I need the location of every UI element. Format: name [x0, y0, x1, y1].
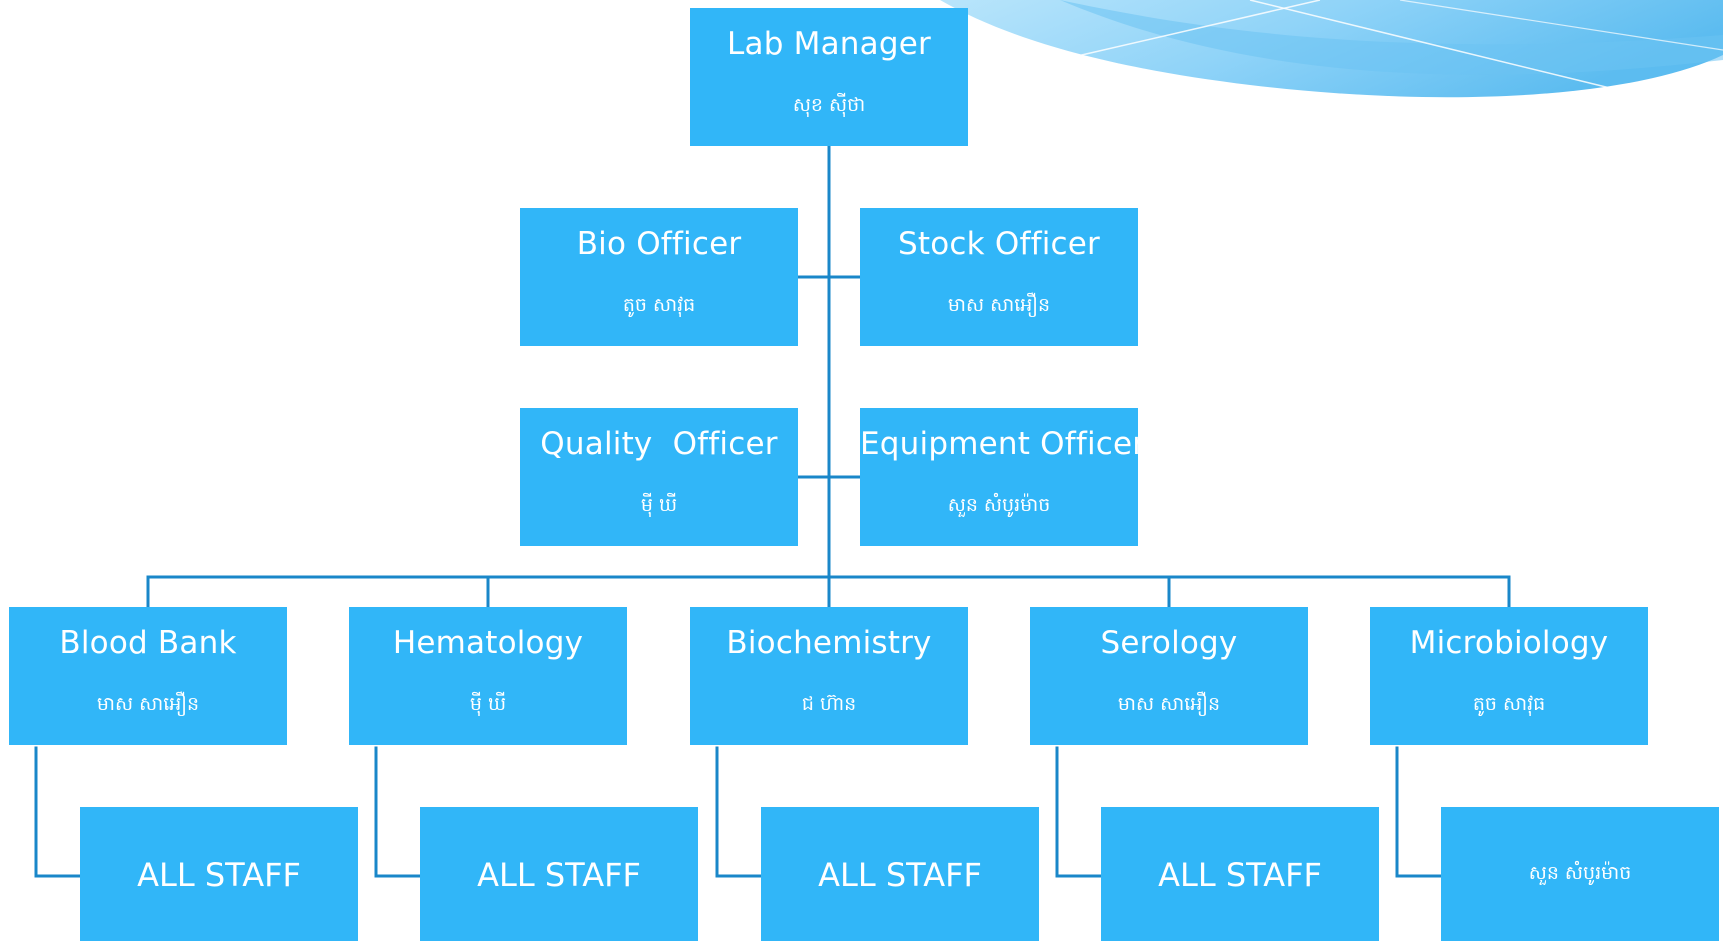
node-bio-officer: Bio Officer តូច សាវុធ	[520, 208, 798, 346]
node-stock-officer: Stock Officer មាស សាអឿន	[860, 208, 1138, 346]
node-staff-blood-bank: ALL STAFF	[80, 807, 358, 941]
staff-link-2	[374, 746, 422, 878]
node-person-name: សុខ ស៊ីថា	[792, 94, 866, 116]
node-person-name: ម៉ី ឃី	[640, 494, 678, 516]
node-person-name: តូច សាវុធ	[622, 294, 696, 316]
node-person-name: ម៉ី ឃី	[469, 693, 507, 715]
node-quality-officer: Quality Officer ម៉ី ឃី	[520, 408, 798, 546]
node-lab-manager: Lab Manager សុខ ស៊ីថា	[690, 8, 968, 146]
staff-label: ALL STAFF	[1158, 856, 1322, 894]
staff-label: ALL STAFF	[818, 856, 982, 894]
node-title: Stock Officer	[898, 226, 1100, 262]
staff-link-4	[1055, 746, 1103, 878]
node-title: Biochemistry	[726, 625, 932, 661]
node-title: Quality Officer	[540, 426, 778, 462]
node-dept-biochemistry: Biochemistry ជ ហ៊ាន	[690, 607, 968, 745]
staff-label: សួន សំបូរម៉ាច	[1528, 862, 1632, 884]
node-dept-serology: Serology មាស សាអឿន	[1030, 607, 1308, 745]
node-person-name: មាស សាអឿន	[947, 294, 1051, 316]
node-title: Blood Bank	[59, 625, 237, 661]
node-title: Hematology	[392, 625, 584, 661]
node-person-name: ជ ហ៊ាន	[801, 693, 857, 715]
node-person-name: មាស សាអឿន	[96, 693, 200, 715]
node-staff-microbiology: សួន សំបូរម៉ាច	[1441, 807, 1719, 941]
node-equipment-officer: Equipment Officer សួន សំបូរម៉ាច	[860, 408, 1138, 546]
staff-link-5	[1395, 746, 1443, 878]
node-title: Lab Manager	[727, 26, 931, 62]
node-title: Equipment Officer	[860, 426, 1138, 462]
staff-label: ALL STAFF	[137, 856, 301, 894]
node-dept-blood-bank: Blood Bank មាស សាអឿន	[9, 607, 287, 745]
node-dept-microbiology: Microbiology តូច សាវុធ	[1370, 607, 1648, 745]
node-staff-hematology: ALL STAFF	[420, 807, 698, 941]
node-title: Microbiology	[1409, 625, 1609, 661]
node-title: Bio Officer	[576, 226, 742, 262]
node-dept-hematology: Hematology ម៉ី ឃី	[349, 607, 627, 745]
staff-link-1	[34, 746, 82, 878]
staff-label: ALL STAFF	[477, 856, 641, 894]
node-person-name: សួន សំបូរម៉ាច	[947, 494, 1051, 516]
node-person-name: មាស សាអឿន	[1117, 693, 1221, 715]
node-person-name: តូច សាវុធ	[1472, 693, 1546, 715]
node-staff-serology: ALL STAFF	[1101, 807, 1379, 941]
node-staff-biochemistry: ALL STAFF	[761, 807, 1039, 941]
node-title: Serology	[1100, 625, 1238, 661]
staff-link-3	[715, 746, 763, 878]
